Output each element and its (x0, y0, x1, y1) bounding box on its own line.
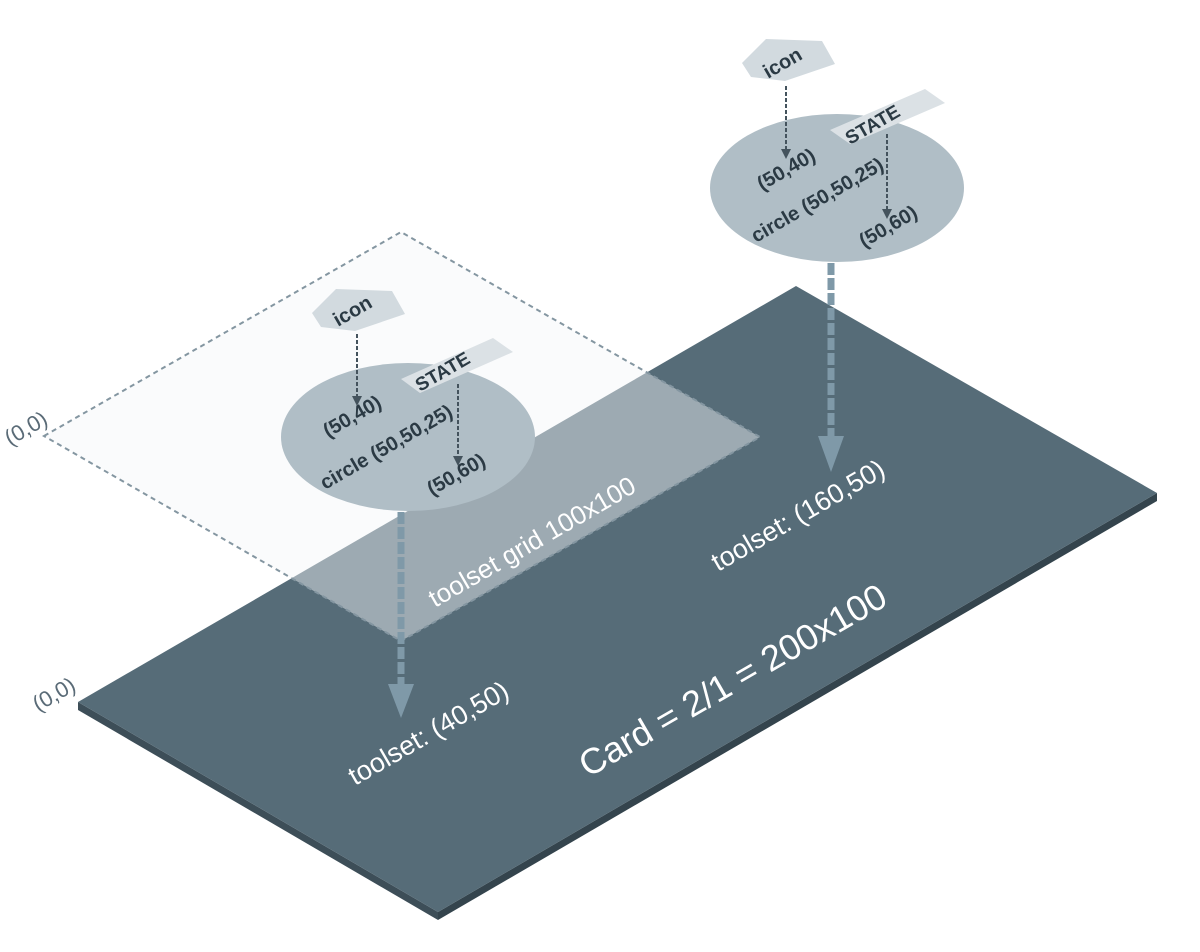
toolset-2-drop-arrowhead (818, 436, 844, 472)
toolset-2-state-tag (830, 89, 945, 144)
card-front-face (438, 493, 1157, 920)
card-slab (78, 286, 1157, 920)
toolset-1-icon-tag (312, 289, 405, 331)
toolset-2-icon-tag (742, 39, 835, 81)
card-top-face (78, 286, 1157, 912)
toolset-2-circle (710, 114, 964, 262)
card-side-face (78, 702, 438, 920)
toolset-grid-origin-label: (0,0) (0, 406, 52, 450)
toolset-1-circle (281, 363, 535, 511)
toolset-1: icon STATE (50,40) circle (50,50,25) (50… (281, 289, 535, 718)
card-origin-label: (0,0) (28, 672, 80, 716)
toolset-1-state-tag (401, 338, 513, 393)
toolset-2: icon STATE (50,40) circle (50,50,25) (50… (710, 39, 964, 472)
toolset-1-drop-arrowhead (388, 684, 414, 718)
